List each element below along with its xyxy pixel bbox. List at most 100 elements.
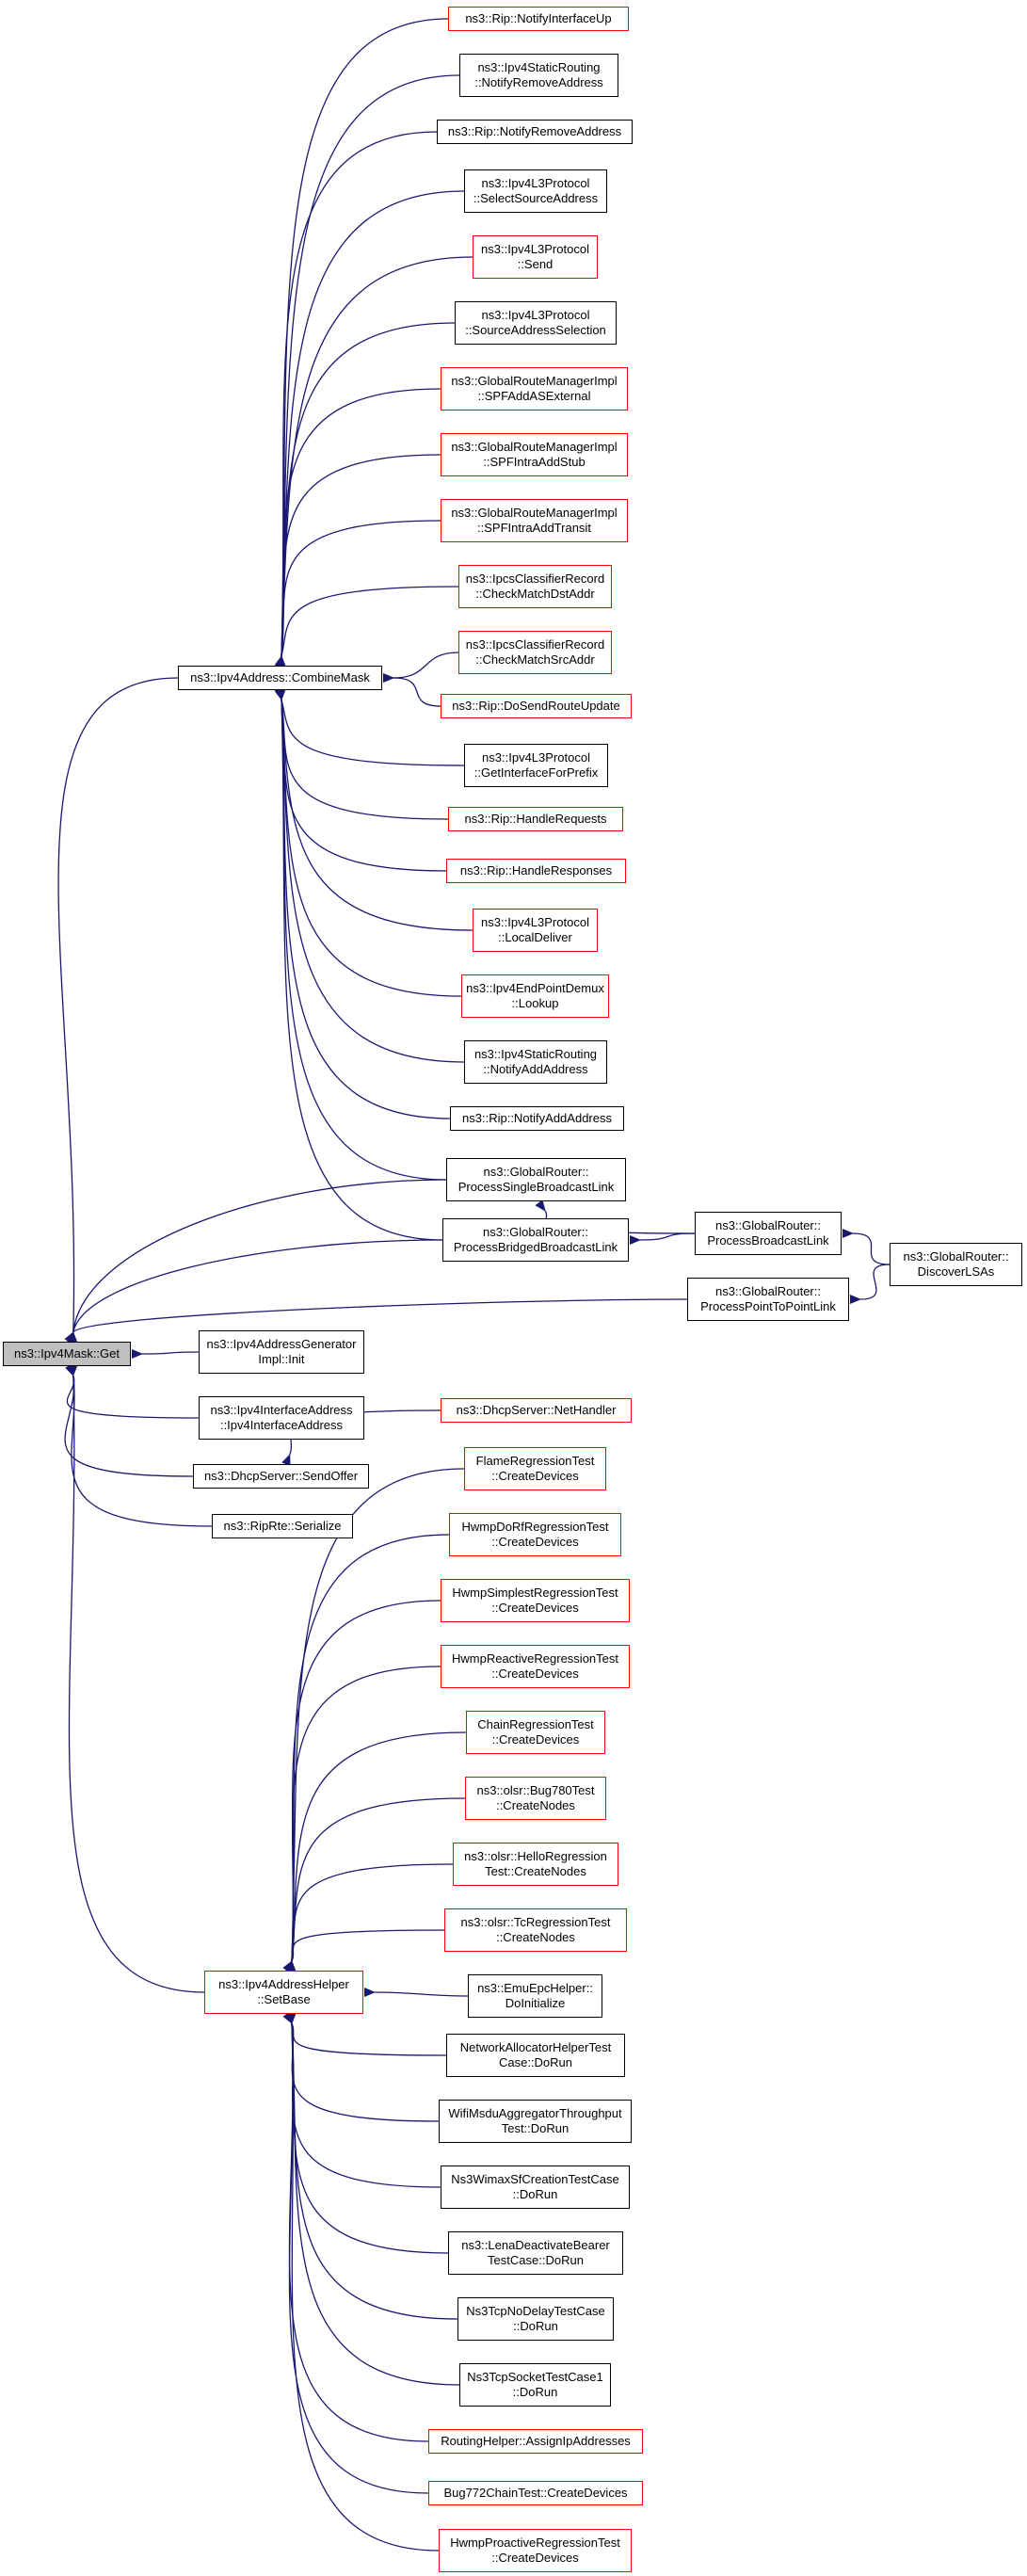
node-emu-epc[interactable]: ns3::EmuEpcHelper:: DoInitialize — [468, 1974, 602, 2018]
node-label: ns3::Ipv4L3Protocol ::SourceAddressSelec… — [465, 308, 606, 337]
node-spf-as-external[interactable]: ns3::GlobalRouteManagerImpl ::SPFAddASEx… — [441, 367, 628, 411]
node-net-handler[interactable]: ns3::DhcpServer::NetHandler — [441, 1398, 632, 1423]
node-send-offer[interactable]: ns3::DhcpServer::SendOffer — [193, 1464, 369, 1489]
node-bcast-link[interactable]: ns3::GlobalRouter:: ProcessBroadcastLink — [695, 1212, 842, 1255]
node-label: ns3::Ipv4AddressHelper ::SetBase — [218, 1977, 349, 2006]
edge-root-to-send-offer — [64, 1364, 194, 1477]
edge-combine-mask-to-rip-notify-remove — [276, 131, 438, 668]
node-wifi-msdu[interactable]: WifiMsduAggregatorThroughput Test::DoRun — [439, 2100, 632, 2143]
node-label: ns3::GlobalRouteManagerImpl ::SPFAddASEx… — [451, 374, 618, 403]
edge-combine-mask-to-handle-requests — [275, 688, 449, 820]
edge-combine-mask-to-local-deliver — [276, 688, 473, 931]
node-label: ns3::IpcsClassifierRecord ::CheckMatchSr… — [465, 637, 605, 667]
node-p2p-link[interactable]: ns3::GlobalRouter:: ProcessPointToPointL… — [687, 1278, 849, 1321]
node-label: NetworkAllocatorHelperTest Case::DoRun — [459, 2040, 612, 2069]
node-label: Ns3WimaxSfCreationTestCase ::DoRun — [451, 2172, 619, 2201]
node-rip-serialize[interactable]: ns3::RipRte::Serialize — [212, 1514, 353, 1538]
node-tc-reg[interactable]: ns3::olsr::TcRegressionTest ::CreateNode… — [444, 1908, 627, 1952]
node-label: ns3::GlobalRouter:: ProcessSingleBroadca… — [457, 1165, 615, 1194]
node-label: ns3::DhcpServer::NetHandler — [456, 1403, 617, 1417]
node-label: ns3::Ipv4AddressGenerator Impl::Init — [206, 1337, 357, 1366]
node-hwmp-reactive[interactable]: HwmpReactiveRegressionTest ::CreateDevic… — [441, 1645, 630, 1688]
node-hwmp-dorf[interactable]: HwmpDoRfRegressionTest ::CreateDevices — [449, 1513, 621, 1556]
node-label: ns3::LenaDeactivateBearer TestCase::DoRu… — [461, 2238, 610, 2267]
node-label: ns3::DhcpServer::SendOffer — [203, 1469, 359, 1483]
node-label: ns3::Ipv4StaticRouting ::NotifyRemoveAdd… — [474, 60, 603, 89]
node-label: ns3::Rip::NotifyAddAddress — [462, 1111, 612, 1125]
node-handle-responses[interactable]: ns3::Rip::HandleResponses — [446, 859, 626, 883]
node-set-base[interactable]: ns3::Ipv4AddressHelper ::SetBase — [204, 1971, 363, 2014]
node-label: RoutingHelper::AssignIpAddresses — [441, 2434, 631, 2448]
node-label: ChainRegressionTest ::CreateDevices — [477, 1717, 594, 1747]
edge-combine-mask-to-spf-as-external — [276, 388, 441, 668]
edge-bridged-bcast-to-bcast-link — [629, 1232, 696, 1246]
node-label: ns3::Rip::HandleRequests — [464, 812, 607, 826]
node-spf-intra-stub[interactable]: ns3::GlobalRouteManagerImpl ::SPFIntraAd… — [441, 433, 628, 476]
node-chain[interactable]: ChainRegressionTest ::CreateDevices — [466, 1711, 605, 1754]
edge-root-to-single-bcast — [67, 1179, 447, 1344]
node-label: ns3::Ipv4EndPointDemux ::Lookup — [466, 981, 604, 1010]
node-discover-lsas[interactable]: ns3::GlobalRouter:: DiscoverLSAs — [890, 1243, 1022, 1286]
node-source-selection[interactable]: ns3::Ipv4L3Protocol ::SourceAddressSelec… — [455, 301, 617, 345]
node-hwmp-proactive[interactable]: HwmpProactiveRegressionTest ::CreateDevi… — [439, 2529, 632, 2572]
edge-combine-mask-to-bridged-bcast — [276, 688, 443, 1241]
node-label: ns3::GlobalRouteManagerImpl ::SPFIntraAd… — [451, 506, 618, 535]
node-bug780[interactable]: ns3::olsr::Bug780Test ::CreateNodes — [465, 1777, 606, 1820]
node-single-bcast[interactable]: ns3::GlobalRouter:: ProcessSingleBroadca… — [446, 1158, 626, 1201]
node-label: ns3::IpcsClassifierRecord ::CheckMatchDs… — [465, 572, 605, 601]
node-gen-init[interactable]: ns3::Ipv4AddressGenerator Impl::Init — [199, 1330, 364, 1374]
node-net-alloc[interactable]: NetworkAllocatorHelperTest Case::DoRun — [446, 2034, 625, 2077]
node-bug772[interactable]: Bug772ChainTest::CreateDevices — [428, 2481, 643, 2505]
edge-combine-mask-to-single-bcast — [276, 688, 447, 1181]
node-combine-mask[interactable]: ns3::Ipv4Address::CombineMask — [178, 666, 382, 690]
node-hwmp-simplest[interactable]: HwmpSimplestRegressionTest ::CreateDevic… — [441, 1579, 630, 1622]
node-label: ns3::GlobalRouteManagerImpl ::SPFIntraAd… — [451, 440, 618, 469]
edge-combine-mask-to-rip-notify-add — [276, 688, 451, 1119]
edge-root-to-rip-serialize — [67, 1364, 213, 1527]
edge-combine-mask-to-static-notify-add — [276, 688, 465, 1063]
node-label: ns3::Ipv4L3Protocol ::GetInterfaceForPre… — [473, 750, 599, 780]
node-check-src[interactable]: ns3::IpcsClassifierRecord ::CheckMatchSr… — [458, 631, 612, 674]
node-label: ns3::olsr::Bug780Test ::CreateNodes — [476, 1783, 595, 1812]
node-get-if-for-prefix[interactable]: ns3::Ipv4L3Protocol ::GetInterfaceForPre… — [464, 744, 608, 787]
node-label: ns3::Ipv4L3Protocol ::SelectSourceAddres… — [473, 176, 599, 205]
node-handle-requests[interactable]: ns3::Rip::HandleRequests — [448, 807, 623, 831]
node-l3-send[interactable]: ns3::Ipv4L3Protocol ::Send — [473, 235, 598, 279]
edge-combine-mask-to-send-route-update — [382, 672, 441, 707]
edge-set-base-to-hwmp-reactive — [286, 1666, 441, 1972]
node-label: HwmpSimplestRegressionTest ::CreateDevic… — [452, 1586, 618, 1615]
node-local-deliver[interactable]: ns3::Ipv4L3Protocol ::LocalDeliver — [473, 909, 598, 952]
node-demux-lookup[interactable]: ns3::Ipv4EndPointDemux ::Lookup — [461, 974, 609, 1018]
node-bridged-bcast[interactable]: ns3::GlobalRouter:: ProcessBridgedBroadc… — [442, 1218, 629, 1262]
edge-set-base-to-hwmp-dorf — [286, 1534, 450, 1972]
node-rip-notify-add[interactable]: ns3::Rip::NotifyAddAddress — [450, 1106, 624, 1131]
node-tcp-nodelay[interactable]: Ns3TcpNoDelayTestCase ::DoRun — [457, 2297, 614, 2341]
edge-set-base-to-hwmp-simplest — [286, 1600, 441, 1972]
node-if-address[interactable]: ns3::Ipv4InterfaceAddress ::Ipv4Interfac… — [199, 1396, 364, 1440]
node-notify-if-up[interactable]: ns3::Rip::NotifyInterfaceUp — [448, 7, 629, 31]
node-tcp-socket[interactable]: Ns3TcpSocketTestCase1 ::DoRun — [459, 2363, 611, 2407]
node-label: ns3::RipRte::Serialize — [223, 1519, 342, 1533]
node-static-notify-remove[interactable]: ns3::Ipv4StaticRouting ::NotifyRemoveAdd… — [459, 54, 618, 97]
node-routing-helper[interactable]: RoutingHelper::AssignIpAddresses — [428, 2429, 643, 2454]
node-flame[interactable]: FlameRegressionTest ::CreateDevices — [464, 1447, 606, 1490]
node-spf-intra-transit[interactable]: ns3::GlobalRouteManagerImpl ::SPFIntraAd… — [441, 499, 628, 542]
node-label: ns3::EmuEpcHelper:: DoInitialize — [477, 1981, 593, 2010]
node-hello-reg[interactable]: ns3::olsr::HelloRegression Test::CreateN… — [453, 1843, 618, 1886]
node-rip-notify-remove[interactable]: ns3::Rip::NotifyRemoveAddress — [437, 120, 633, 144]
edge-set-base-to-bug780 — [285, 1797, 466, 1972]
edge-set-base-to-lena-deact — [286, 2012, 449, 2254]
node-select-source[interactable]: ns3::Ipv4L3Protocol ::SelectSourceAddres… — [464, 169, 607, 213]
node-label: ns3::Ipv4L3Protocol ::Send — [481, 242, 589, 271]
node-label: HwmpReactiveRegressionTest ::CreateDevic… — [451, 1651, 618, 1681]
node-lena-deact[interactable]: ns3::LenaDeactivateBearer TestCase::DoRu… — [448, 2231, 623, 2275]
node-static-notify-add[interactable]: ns3::Ipv4StaticRouting ::NotifyAddAddres… — [464, 1040, 607, 1084]
node-check-dst[interactable]: ns3::IpcsClassifierRecord ::CheckMatchDs… — [458, 565, 612, 608]
node-label: ns3::olsr::HelloRegression Test::CreateN… — [464, 1849, 607, 1878]
edge-root-to-combine-mask — [57, 677, 179, 1344]
node-wimax-sf[interactable]: Ns3WimaxSfCreationTestCase ::DoRun — [441, 2165, 630, 2209]
node-label: ns3::olsr::TcRegressionTest ::CreateNode… — [460, 1915, 611, 1944]
edge-combine-mask-to-handle-responses — [275, 688, 447, 872]
node-send-route-update[interactable]: ns3::Rip::DoSendRouteUpdate — [441, 694, 632, 718]
